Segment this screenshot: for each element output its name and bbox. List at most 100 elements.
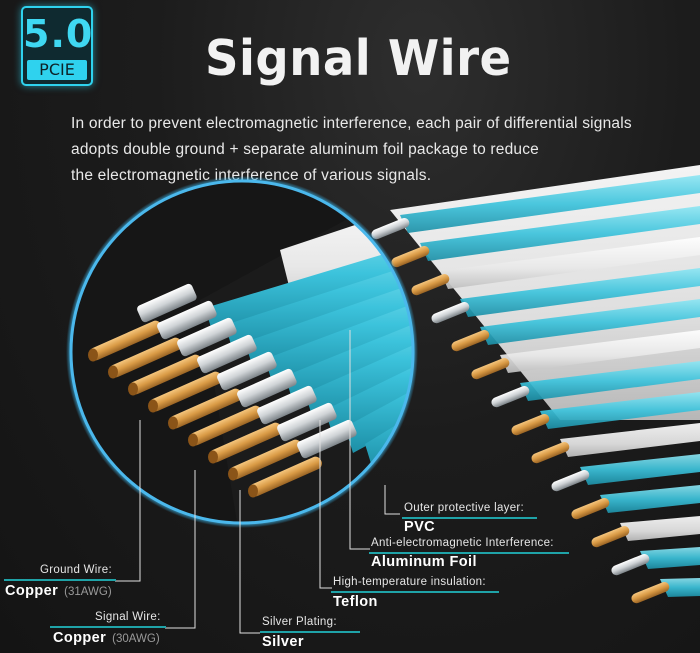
outer-layer-underline — [402, 517, 537, 519]
foil-material: Aluminum Foil — [371, 554, 477, 570]
ribbon-strip — [460, 268, 700, 317]
copper-conductor — [169, 388, 242, 429]
ribbon-conductor — [531, 441, 570, 464]
ribbon-strip — [620, 516, 700, 541]
plating-underline — [260, 631, 360, 633]
ground-wire-label: Ground Wire: — [40, 564, 112, 576]
copper-conductor — [209, 422, 282, 463]
copper-conductor — [249, 456, 322, 497]
conductor-end — [88, 348, 98, 362]
insulation-label: High-temperature insulation: — [333, 576, 486, 588]
description: In order to prevent electromagnetic inte… — [71, 111, 696, 189]
ribbon-conductor — [371, 217, 410, 240]
copper-conductor — [89, 320, 162, 361]
silver-plating — [157, 300, 217, 340]
outer-layer-material: PVC — [404, 519, 436, 535]
conductor-end — [228, 467, 238, 481]
description-line-3: the electromagnetic interference of vari… — [71, 167, 432, 184]
conductor-end — [128, 382, 138, 396]
pcie-badge: 5.0 PCIE — [21, 6, 93, 86]
ribbon-conductor — [631, 581, 670, 604]
ribbon-conductor — [611, 553, 650, 576]
outer-layer-caption: Outer protective layer: — [404, 502, 525, 514]
plating-caption: Silver Plating: — [262, 616, 337, 628]
badge-number: 5.0 — [23, 12, 94, 56]
silver-plating — [217, 351, 277, 391]
copper-conductor — [149, 371, 222, 412]
foil-label: Anti-electromagnetic Interference: — [371, 537, 554, 549]
ribbon-strip — [560, 423, 700, 457]
magnified-view — [66, 176, 418, 528]
description-line-1: In order to prevent electromagnetic inte… — [71, 115, 632, 132]
ribbon-conductor — [511, 413, 550, 436]
insulation-underline — [331, 591, 499, 593]
ribbon-strip — [660, 578, 700, 597]
page-title: Signal Wire — [205, 30, 512, 87]
signal-wire-caption: Signal Wire: — [95, 611, 161, 623]
plating-label: Silver Plating: — [262, 616, 337, 628]
copper-conductor — [129, 354, 202, 395]
foil-underline — [369, 552, 569, 554]
foil-jacket — [285, 281, 413, 402]
ribbon-strip — [600, 485, 700, 513]
ribbon-conductor — [471, 357, 510, 380]
ground-wire-material: Copper(31AWG) — [5, 583, 112, 599]
description-line-2: adopts double ground + separate aluminum… — [71, 141, 540, 158]
ribbon-conductor — [591, 525, 630, 548]
ribbon-strip — [480, 299, 700, 345]
conductor-end — [108, 365, 118, 379]
ribbon-strip — [420, 206, 700, 261]
copper-conductor — [109, 337, 182, 378]
foil-jacket — [245, 247, 413, 368]
ribbon-strip — [500, 330, 700, 373]
copper-conductor — [229, 439, 302, 480]
ribbon-conductor — [491, 385, 530, 408]
ribbon-strip — [520, 361, 700, 401]
ribbon-conductor — [431, 301, 470, 324]
ribbon-conductor — [451, 329, 490, 352]
foil-jacket — [345, 332, 413, 453]
leader-lines — [115, 330, 400, 634]
ribbon-strip — [540, 392, 700, 429]
ribbon-strip — [580, 454, 700, 485]
conductor-end — [208, 450, 218, 464]
ribbon-strip — [440, 237, 700, 289]
ribbon-conductor — [391, 245, 430, 268]
ground-wire-caption: Ground Wire: — [40, 564, 112, 576]
insulation-caption: High-temperature insulation: — [333, 576, 486, 588]
copper-conductor — [189, 405, 262, 446]
badge-label: PCIE — [27, 60, 87, 80]
silver-plating — [177, 317, 237, 357]
ribbon-conductor — [571, 497, 610, 520]
foil-jacket — [325, 315, 413, 436]
foil-jacket — [225, 230, 413, 351]
silver-plating — [257, 385, 317, 425]
silver-plating — [197, 334, 257, 374]
signal-wire-material: Copper(30AWG) — [53, 630, 160, 646]
outer-layer-label: Outer protective layer: — [404, 502, 524, 514]
ribbon-conductor — [411, 273, 450, 296]
silver-plating — [137, 283, 197, 323]
conductor-end — [148, 399, 158, 413]
signal-wire-underline — [50, 626, 166, 628]
ground-wire-gauge: (31AWG) — [64, 586, 112, 598]
foil-jacket — [265, 264, 413, 385]
ground-wire-underline — [4, 579, 116, 581]
foil-jacket — [205, 213, 413, 334]
silver-plating — [277, 402, 337, 442]
ribbon-strip — [640, 547, 700, 569]
signal-wire-gauge: (30AWG) — [112, 633, 160, 645]
ribbon-cable — [371, 165, 700, 604]
signal-wire-label: Signal Wire: — [95, 611, 161, 623]
conductor-end — [188, 433, 198, 447]
silver-plating — [297, 419, 357, 459]
ribbon-strip — [400, 175, 700, 233]
insulation-material: Teflon — [333, 594, 378, 610]
ribbon-conductor — [551, 469, 590, 492]
conductor-end — [248, 484, 258, 498]
foil-caption: Anti-electromagnetic Interference: — [371, 537, 554, 549]
silver-plating — [237, 368, 297, 408]
conductor-end — [168, 416, 178, 430]
plating-material: Silver — [262, 634, 304, 650]
